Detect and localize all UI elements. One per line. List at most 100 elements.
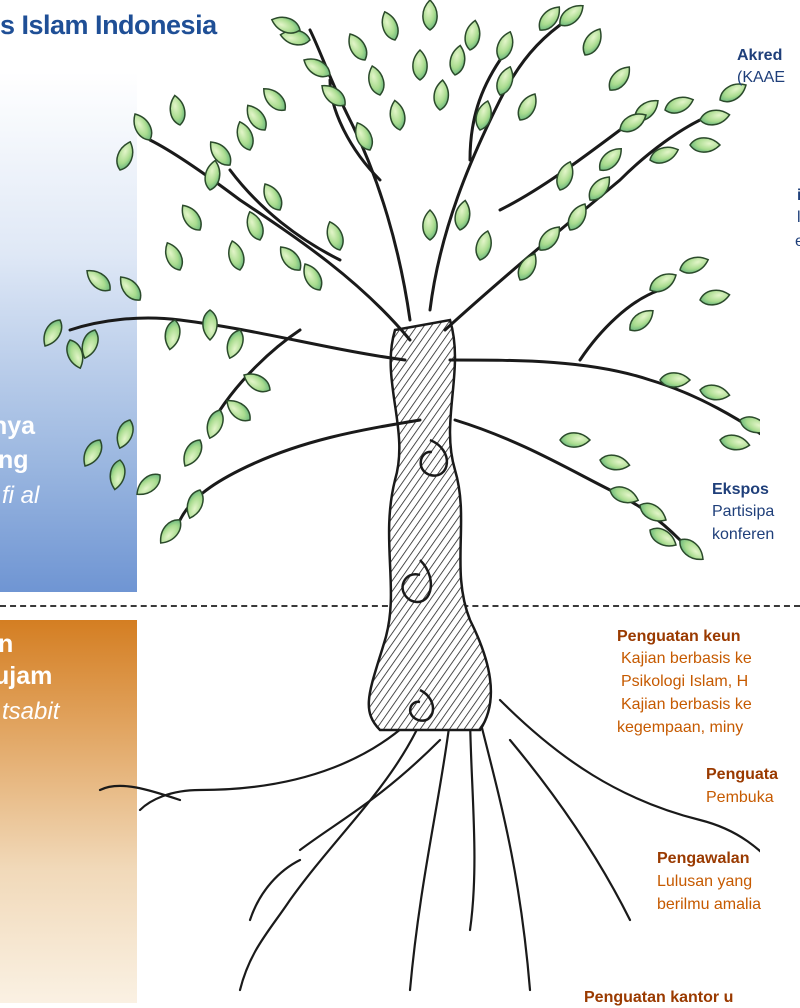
leaf-shape [412, 48, 428, 81]
leaf-shape [355, 121, 374, 151]
leaf-shape [699, 384, 731, 401]
leaf-shape [81, 329, 99, 360]
akreditasi-heading: Akred [737, 47, 783, 64]
leaf-shape [164, 319, 181, 351]
leaf-shape [538, 226, 561, 251]
leaf-shape [699, 109, 731, 126]
leaf-shape [609, 486, 640, 504]
keunggulan-line-4: kegempaan, miny [617, 719, 744, 736]
leaf-shape [582, 28, 602, 56]
penguatan-line-1: Pembuka [706, 789, 774, 806]
pengawalan-heading: Pengawalan [657, 850, 750, 867]
leaf-shape [321, 84, 346, 107]
leaf-shape [116, 419, 134, 450]
leaf-shape [664, 96, 695, 114]
bottom-panel-line-1: n [0, 630, 14, 658]
akreditasi-subtext: (KAAE [737, 69, 786, 86]
leaf-shape [517, 93, 537, 121]
keunggulan-line-3: Kajian berbasis ke [621, 696, 752, 713]
leaf-shape [649, 146, 680, 164]
leaf-shape [226, 329, 244, 360]
leaf-shape [598, 148, 622, 172]
leaf-shape [381, 10, 399, 41]
leaf-shape [739, 416, 760, 434]
leaf-shape [133, 113, 153, 141]
ekspos-line-1: Partisipa [712, 503, 775, 520]
leaf-shape [433, 79, 450, 111]
leaf-shape [303, 263, 323, 291]
leaf-shape [270, 16, 301, 34]
leaf-shape [165, 241, 184, 271]
leaf-shape [559, 4, 584, 27]
leaf-shape [699, 289, 731, 306]
fragment-line-1: l [797, 209, 800, 226]
leaf-shape [348, 33, 368, 61]
bottom-left-panel: n ujam tsabit [0, 620, 137, 1003]
page-title: s Islam Indonesia [0, 10, 217, 40]
leaf-shape [119, 276, 142, 301]
bottom-panel-line-3: tsabit [2, 698, 60, 725]
top-panel-line-3: fi al [2, 482, 40, 509]
leaf-shape [186, 489, 204, 520]
leaf-shape [559, 432, 592, 448]
leaf-shape [608, 66, 631, 91]
leaf-shape [116, 140, 134, 171]
leaf-shape [169, 94, 186, 126]
leaf-shape [83, 439, 103, 467]
leaf-shape [326, 220, 344, 251]
penguatan-kantor-heading: Penguatan kantor u [584, 989, 734, 1006]
leaf-shape [588, 176, 611, 201]
tree-illustration [43, 0, 760, 992]
leaf-shape [204, 159, 221, 191]
fragment-heading: i [797, 187, 800, 204]
tree-leaves [43, 0, 760, 561]
pengawalan-line-1: Lulusan yang [657, 873, 753, 890]
ekspos-line-2: konferen [712, 526, 775, 543]
top-panel-line-1: nya [0, 412, 36, 440]
leaf-shape [209, 141, 232, 166]
leaf-shape [422, 208, 438, 241]
tree-trunk [367, 318, 493, 732]
leaf-shape [649, 527, 677, 547]
leaf-shape [109, 459, 126, 491]
top-panel-line-2: ng [0, 446, 29, 474]
leaf-shape [303, 58, 331, 78]
leaf-shape [159, 519, 182, 544]
leaf-shape [475, 229, 492, 261]
keunggulan-line-1: Kajian berbasis ke [621, 650, 752, 667]
tree-roots [98, 698, 760, 992]
leaf-shape [679, 256, 710, 274]
ekspos-heading: Ekspos [712, 481, 769, 498]
leaf-shape [619, 113, 647, 133]
leaf-shape [599, 454, 631, 471]
leaf-shape [246, 210, 264, 241]
leaf-shape [202, 309, 218, 342]
leaf-shape [86, 269, 111, 292]
leaf-shape [689, 137, 722, 153]
leaf-shape [567, 203, 587, 231]
leaf-shape [389, 99, 406, 131]
leaf-shape [279, 29, 311, 46]
leaf-shape [449, 44, 466, 76]
leaf-shape [464, 19, 481, 51]
leaf-shape [236, 120, 254, 151]
leaf-shape [136, 473, 161, 496]
leaf-shape [226, 399, 251, 422]
penguatan-keunggulan-heading: Penguatan keun [617, 628, 741, 645]
leaf-shape [659, 372, 692, 388]
leaf-shape [639, 502, 667, 522]
leaf-shape [679, 538, 704, 561]
top-left-panel: nya ng fi al [0, 72, 137, 592]
leaf-shape [719, 83, 747, 103]
leaf-shape [66, 339, 84, 370]
leaf-shape [263, 183, 283, 211]
leaf-shape [246, 104, 267, 131]
leaf-shape [649, 273, 677, 293]
leaf-shape [206, 409, 224, 440]
leaf-shape [243, 373, 271, 393]
leaf-shape [496, 30, 514, 61]
leaf-shape [719, 434, 751, 451]
leaf-shape [368, 64, 385, 96]
bottom-panel-line-2: ujam [0, 662, 53, 690]
leaf-shape [43, 319, 63, 347]
